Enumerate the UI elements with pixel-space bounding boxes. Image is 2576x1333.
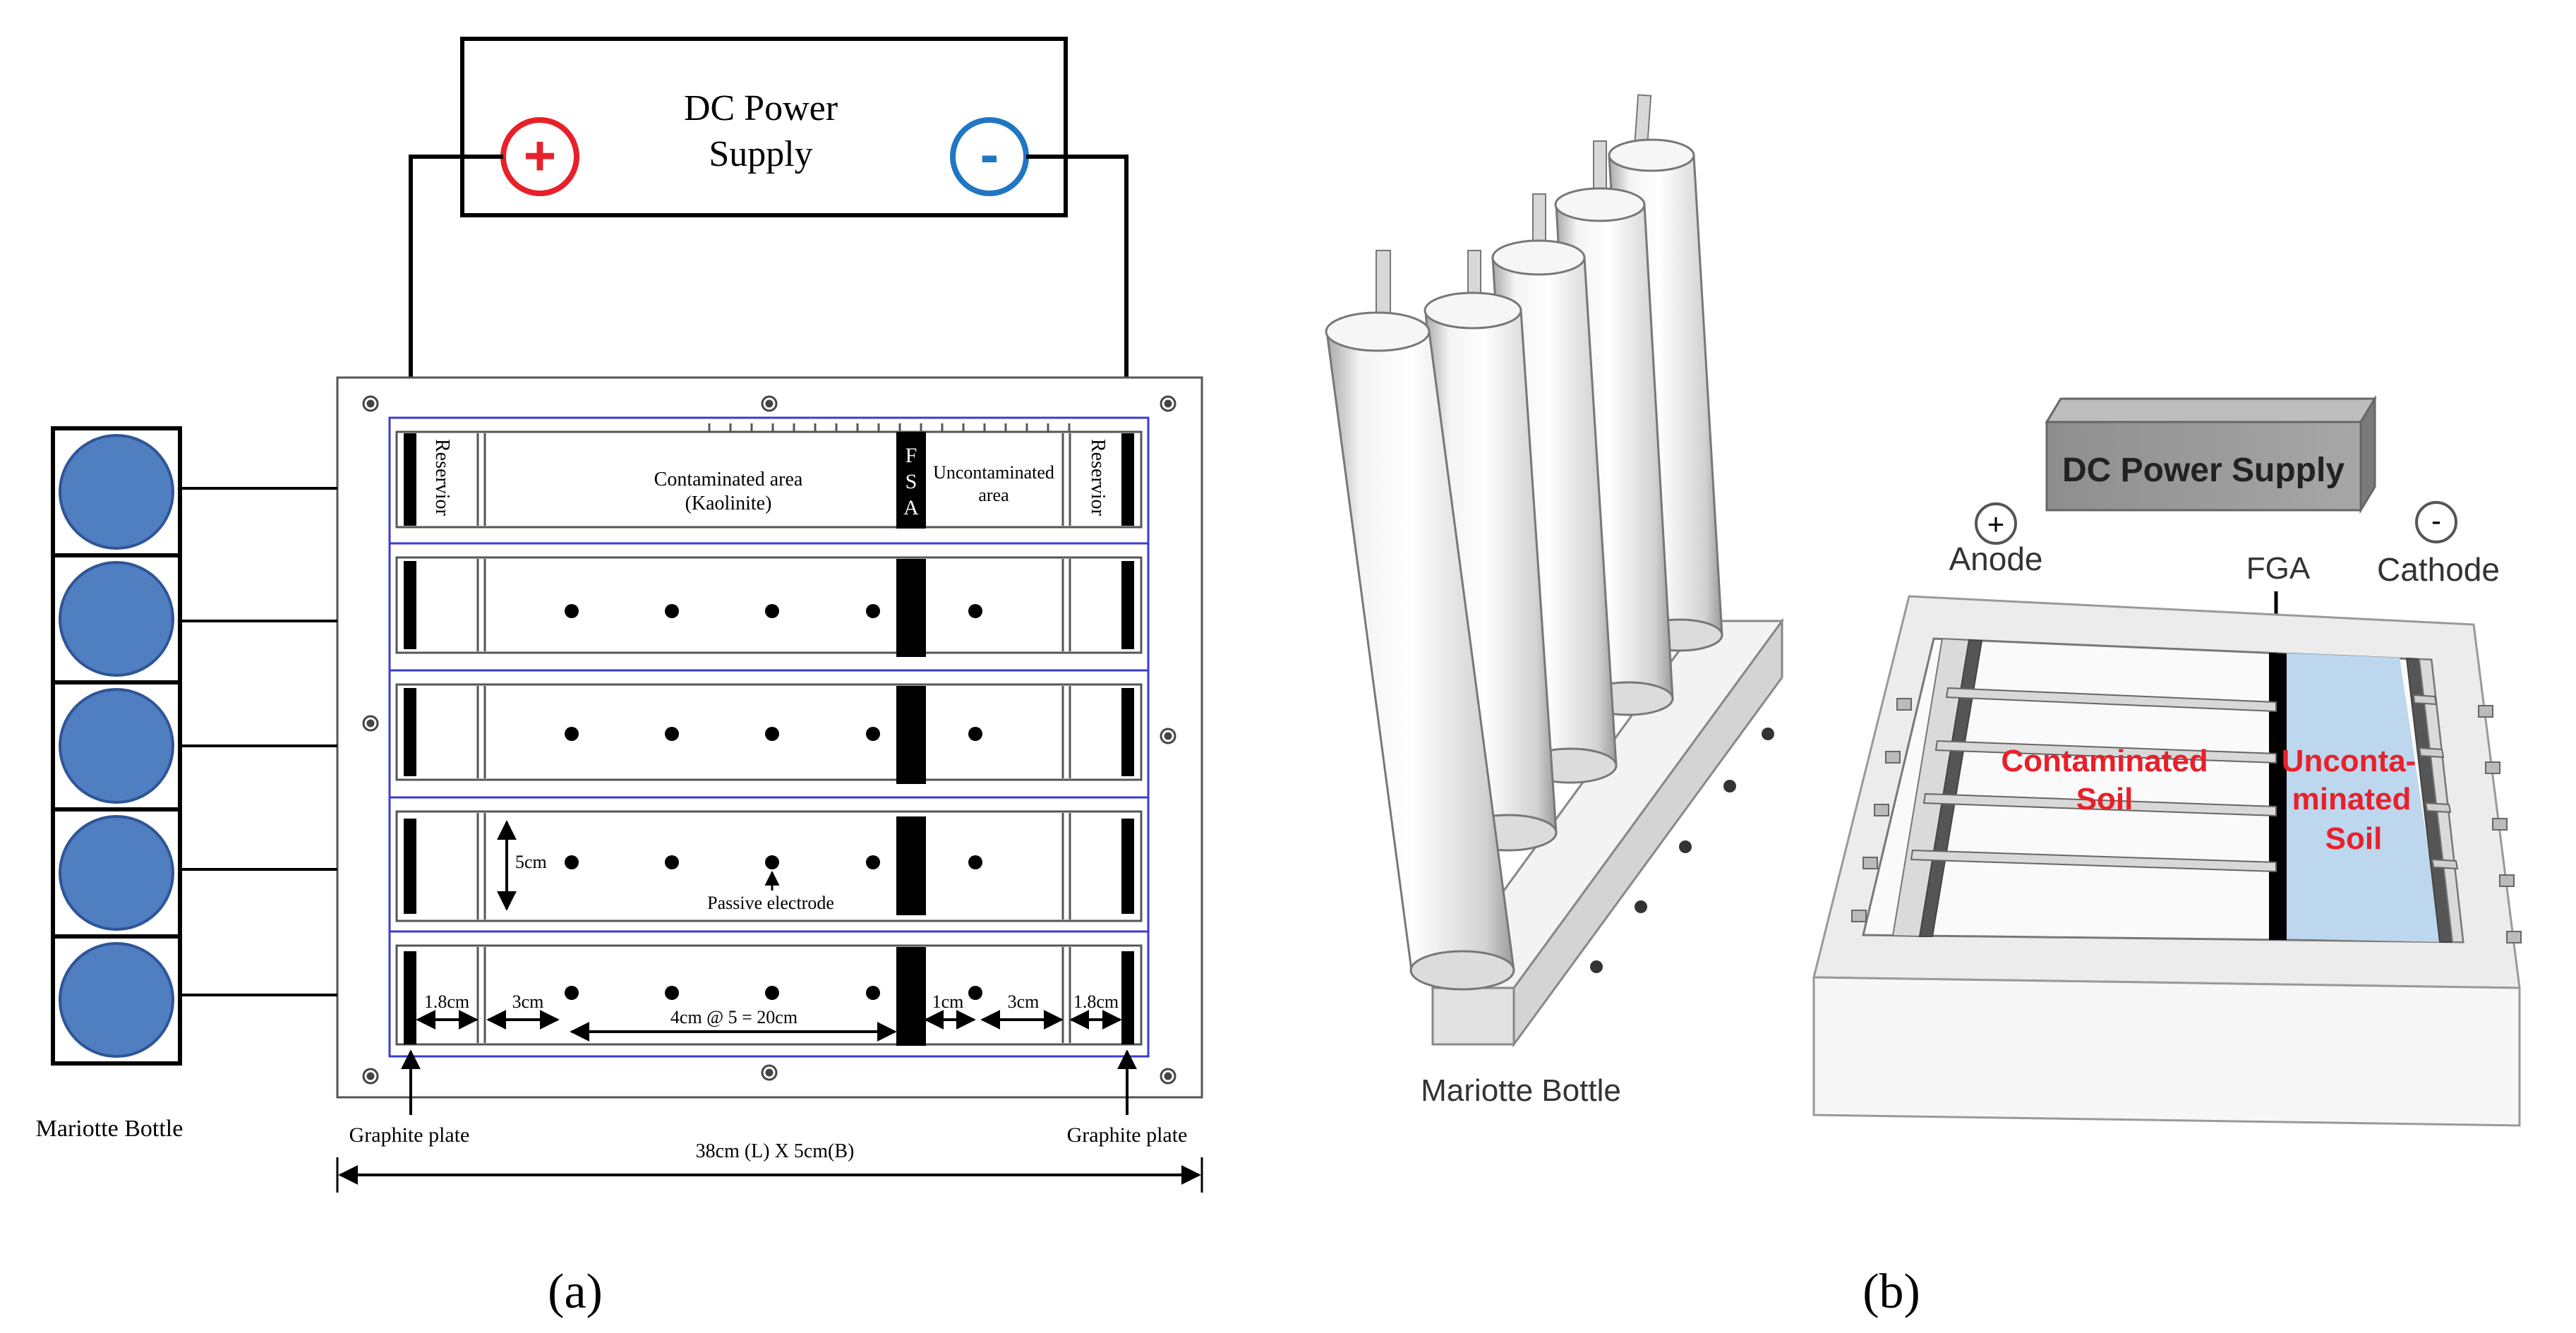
uncontaminated-soil-region	[2278, 653, 2442, 942]
cathode-sign: -	[2431, 504, 2441, 537]
negative-terminal-sign: -	[980, 123, 999, 186]
contaminated-soil-label: Contaminated	[2001, 744, 2208, 778]
dc-power-supply-3d	[2045, 394, 2377, 514]
positive-terminal-sign: +	[524, 124, 557, 187]
graphite-plate-right-label: Graphite plate	[1067, 1123, 1188, 1147]
dim-label-3-right: 3cm	[1008, 991, 1040, 1012]
dim-label-3-left: 3cm	[512, 991, 544, 1012]
mariotte-bottle-4	[59, 815, 174, 931]
cathode-wire	[1026, 155, 1128, 432]
height-dimension-label: 5cm	[515, 852, 547, 872]
fga-label: FGA	[2246, 551, 2311, 586]
mariotte-bottles-3d	[1325, 94, 1784, 1048]
panel-b: Mariotte Bottle DC Power Supply + Anode …	[1325, 94, 2522, 1319]
mariotte-bottle-3	[59, 688, 174, 804]
passive-electrode-dot	[866, 986, 880, 1000]
reservoir-left-label: Reservior	[431, 439, 453, 517]
cathode-minus-icon	[2415, 501, 2457, 543]
anode-wire	[409, 155, 503, 432]
overall-dimension-label: 38cm (L) X 5cm(B)	[696, 1140, 855, 1162]
fsa-letter-s: S	[905, 470, 917, 493]
uncontaminated-soil-label-2: minated	[2292, 782, 2412, 816]
passive-electrode-dot	[866, 855, 880, 869]
passive-electrode-dot	[968, 727, 982, 741]
passive-electrode-dot	[565, 727, 579, 741]
cell-3	[390, 683, 1148, 799]
passive-electrode-dot	[866, 727, 880, 741]
kaolinite-label: (Kaolinite)	[685, 493, 772, 514]
fga-plate	[2269, 653, 2287, 940]
cell-1	[390, 430, 1148, 545]
passive-electrode-dot	[665, 604, 679, 618]
dc-power-label-line1: DC Power	[684, 88, 838, 128]
contaminated-soil-label-2: Soil	[2076, 782, 2133, 816]
uncontaminated-soil-label-3: Soil	[2325, 821, 2383, 856]
passive-electrode-dot	[665, 986, 679, 1000]
reservoir-right-label: Reservior	[1087, 439, 1109, 517]
passive-electrode-dot	[565, 604, 579, 618]
cells-frame	[388, 416, 1150, 1058]
cell-4	[390, 810, 1148, 933]
passive-electrode-dot	[968, 986, 982, 1000]
dim-label-1-8-right: 1.8cm	[1073, 991, 1119, 1012]
dc-power-label-line2: Supply	[709, 134, 812, 174]
passive-electrode-dot	[968, 604, 982, 618]
passive-electrode-dot	[765, 986, 779, 1000]
panel-a: DC Power Supply + -	[36, 37, 1203, 1319]
dim-label-1: 1cm	[932, 991, 964, 1012]
bottle-cylinder-1	[1325, 250, 1515, 991]
passive-electrode-dot	[565, 986, 579, 1000]
mariotte-bottle-5	[59, 942, 174, 1058]
passive-electrode-dot	[565, 855, 579, 869]
dim-label-1-8-left: 1.8cm	[424, 991, 469, 1012]
anode-sign: +	[1987, 507, 2005, 541]
mariotte-bottle-2	[59, 561, 174, 677]
uncontaminated-soil-label: Unconta-	[2282, 744, 2416, 778]
contaminated-area-label: Contaminated area	[654, 469, 803, 490]
cell-5	[395, 944, 1143, 1046]
passive-electrode-dot	[665, 727, 679, 741]
fsa-letter-f: F	[905, 444, 917, 467]
passive-electrode-dot	[968, 855, 982, 869]
mariotte-bottles-topview	[51, 426, 337, 1066]
passive-electrode-dot	[866, 604, 880, 618]
passive-electrode-label: Passive electrode	[707, 893, 834, 913]
passive-electrode-dot	[765, 855, 779, 869]
caption-b: (b)	[1862, 1265, 1920, 1319]
dc-power-supply-label: DC Power Supply	[2062, 452, 2345, 489]
ek-apparatus-3d	[1812, 595, 2522, 1127]
uncontaminated-area-label-2: area	[978, 485, 1009, 505]
screw-icons	[362, 395, 1176, 1085]
cathode-label: Cathode	[2377, 551, 2500, 588]
fsa-letter-a: A	[903, 496, 919, 519]
passive-electrode-dot	[665, 855, 679, 869]
dim-label-span: 4cm @ 5 = 20cm	[670, 1007, 798, 1027]
passive-electrode-dot	[765, 727, 779, 741]
mariotte-bottle-label-a: Mariotte Bottle	[36, 1116, 183, 1142]
passive-electrode-dot	[765, 604, 779, 618]
mariotte-bottle-1	[59, 434, 174, 550]
mariotte-bottle-label-b: Mariotte Bottle	[1421, 1073, 1621, 1108]
anode-plus-icon	[1975, 502, 2017, 545]
graphite-plate-left-label: Graphite plate	[349, 1123, 470, 1147]
uncontaminated-area-label: Uncontaminated	[933, 462, 1054, 483]
caption-a: (a)	[548, 1265, 603, 1319]
cell-2	[390, 556, 1148, 672]
anode-label: Anode	[1949, 541, 2042, 577]
